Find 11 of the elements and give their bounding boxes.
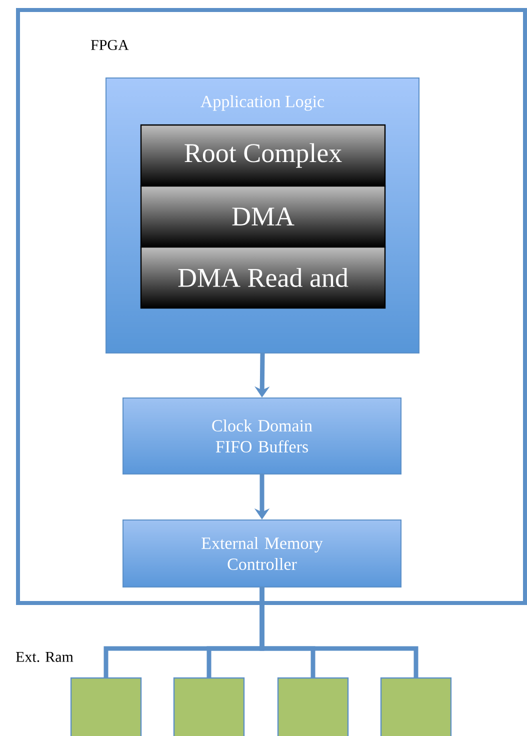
bus-line [260, 588, 418, 678]
process-box: Clock Domain FIFO Buffers [122, 398, 402, 474]
memory-chip-box [277, 677, 349, 736]
memory-chip-box [70, 677, 142, 736]
memory-label: Ext. Ram [16, 652, 74, 662]
memory-chip-box [173, 677, 245, 736]
process-box: External Memory Controller [122, 520, 402, 588]
memory-chip-box [380, 677, 452, 736]
module-box: Root Complex [140, 124, 386, 187]
module-box: DMA [140, 185, 386, 248]
module-box: DMA Read and [140, 246, 386, 309]
